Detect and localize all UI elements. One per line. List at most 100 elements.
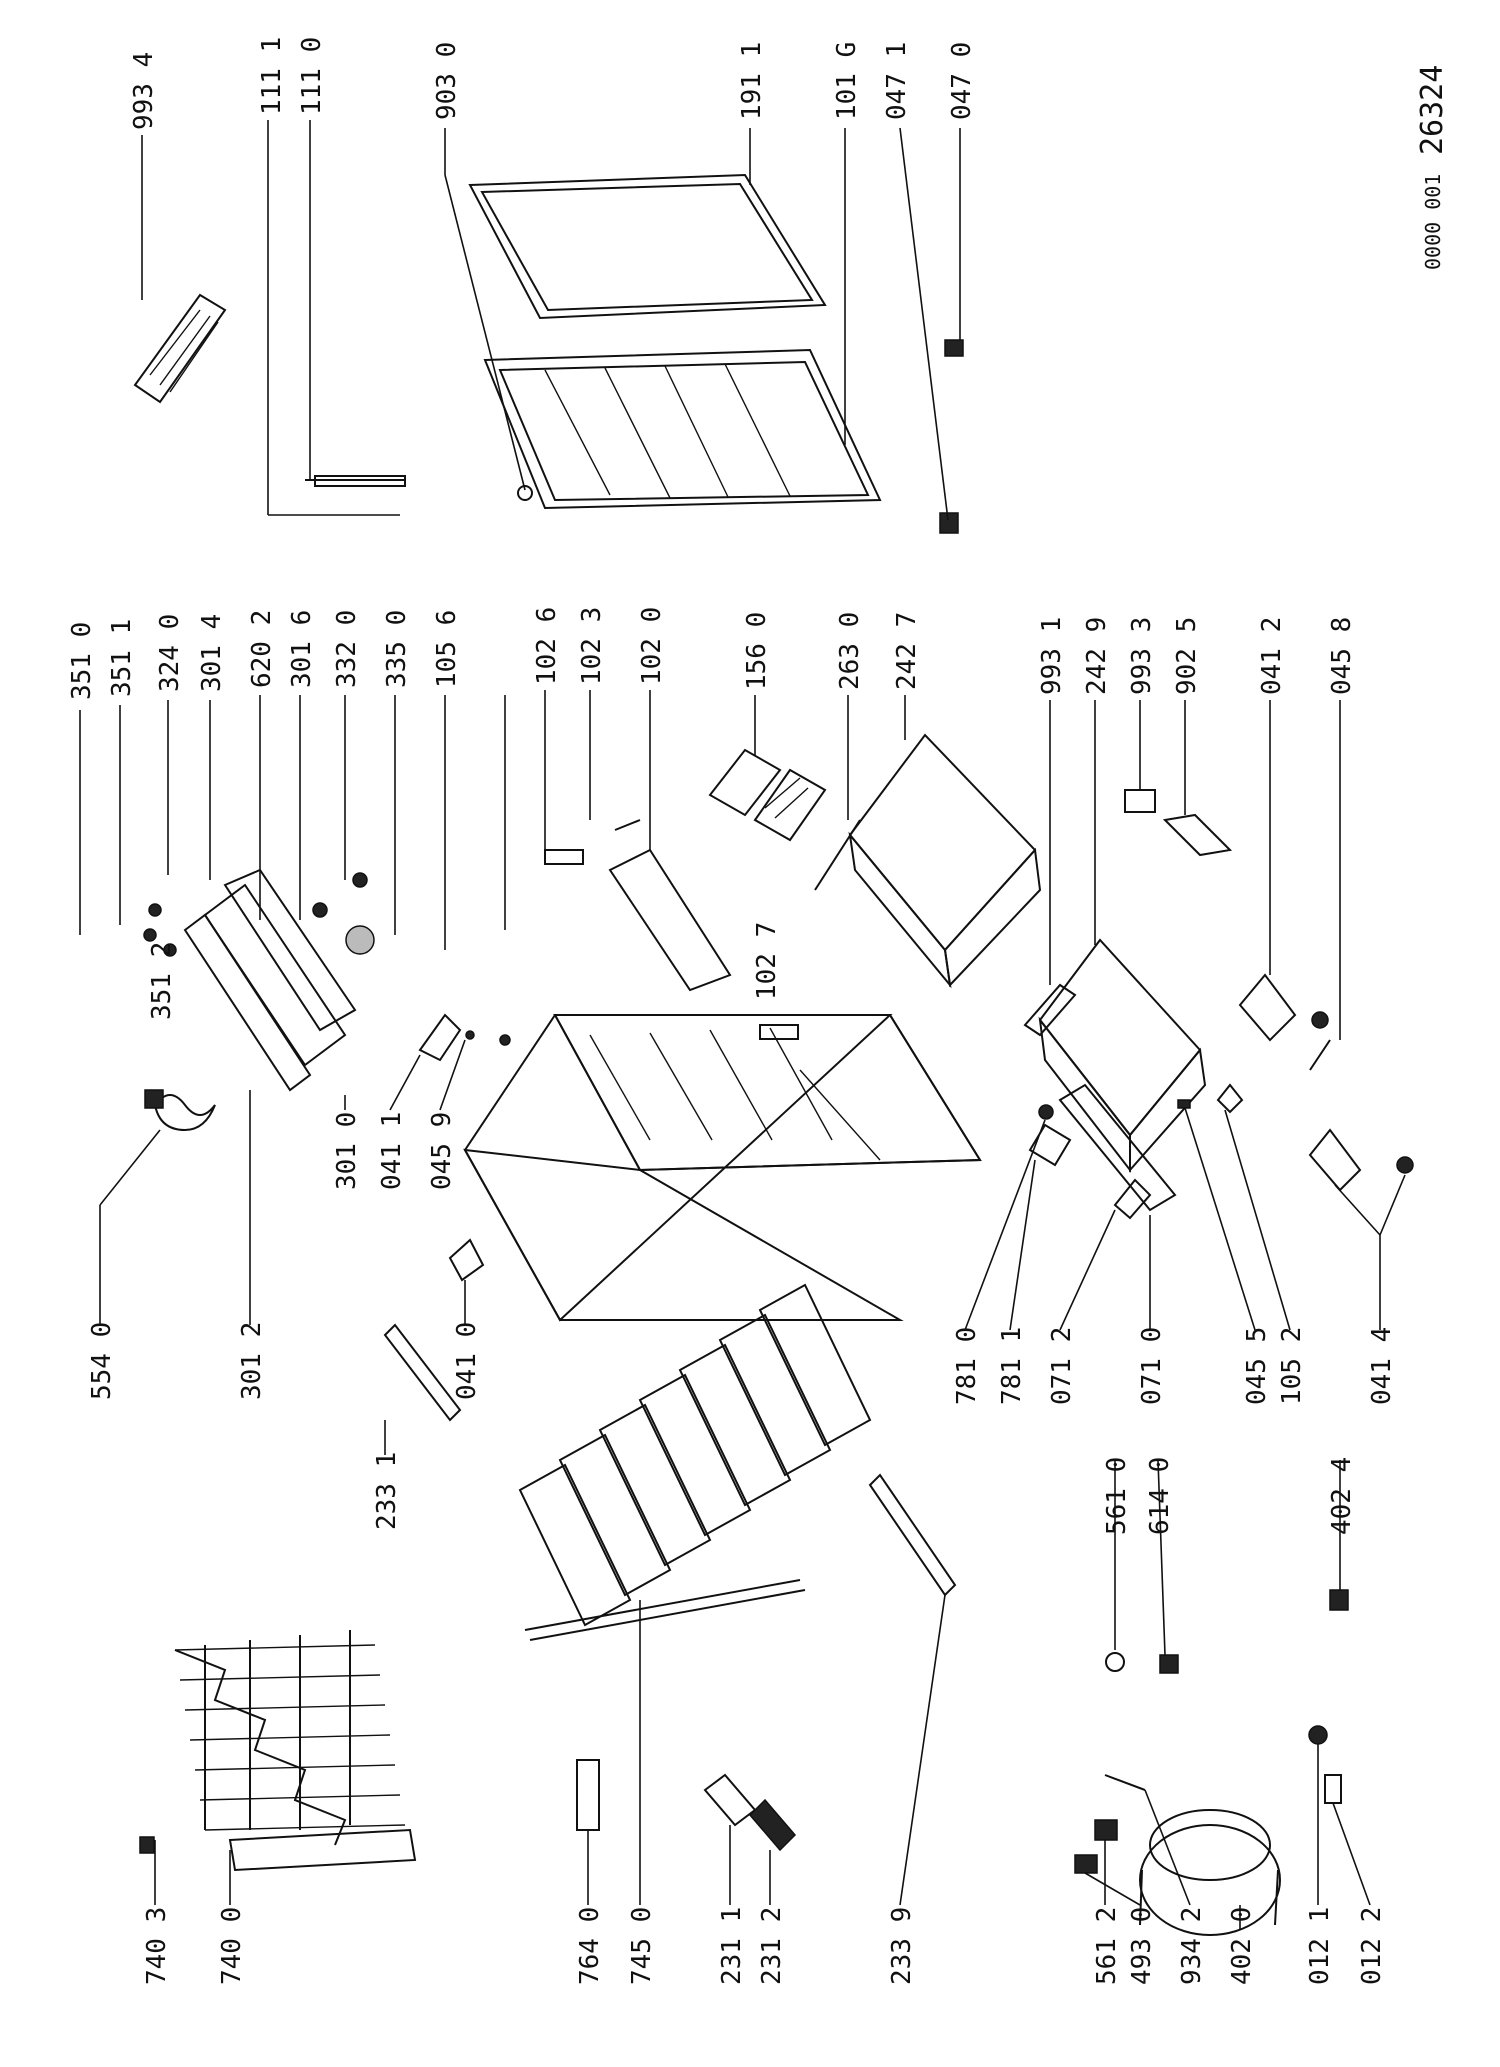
small-pin-part [1177, 1099, 1191, 1109]
part-label: 301 0 [332, 1112, 362, 1190]
drawing-number: 26324 [1415, 65, 1450, 155]
part-label: 740 0 [217, 1907, 247, 1985]
part-label: 740 3 [142, 1907, 172, 1985]
part-label: 191 1 [737, 42, 767, 120]
part-label: 041 1 [377, 1112, 407, 1190]
door-gasket-part [468, 173, 827, 320]
part-label: 301 6 [287, 610, 317, 688]
part-label: 102 0 [637, 607, 667, 685]
part-label: 263 0 [835, 612, 865, 690]
clip-part [748, 1798, 797, 1852]
part-label: 071 2 [1047, 1327, 1077, 1405]
hinge-cover-part [939, 512, 959, 534]
part-label: 105 2 [1277, 1327, 1307, 1405]
screw-part [499, 1034, 511, 1046]
drawer-lower-part [1038, 938, 1207, 1173]
part-label: 233 9 [887, 1907, 917, 1985]
leader-lines [79, 120, 1406, 1930]
cover-part [1162, 813, 1233, 857]
part-label: 102 3 [577, 607, 607, 685]
cable-part [1104, 1774, 1146, 1791]
bottom-hinge-part [448, 1238, 485, 1282]
part-label: 231 2 [757, 1907, 787, 1985]
part-label: 242 9 [1082, 617, 1112, 695]
label-part [703, 1773, 757, 1827]
part-label: 012 2 [1357, 1907, 1387, 1985]
knob-part [1038, 1104, 1054, 1120]
part-label: 561 2 [1092, 1907, 1122, 1985]
part-label: 903 0 [432, 42, 462, 120]
part-label: 993 3 [1127, 617, 1157, 695]
part-label: 554 0 [87, 1322, 117, 1400]
part-label: 242 7 [892, 612, 922, 690]
part-label: 105 6 [432, 610, 462, 688]
part-label: 934 2 [1177, 1907, 1207, 1985]
part-label: 614 0 [1145, 1457, 1175, 1535]
ice-cube-tray-part [708, 748, 827, 842]
flap-bracket-part [544, 849, 584, 865]
label-part [1124, 789, 1156, 813]
top-hinge-part [305, 475, 406, 487]
part-label: 335 0 [382, 610, 412, 688]
part-label: 561 0 [1102, 1457, 1132, 1535]
part-label: 071 0 [1137, 1327, 1167, 1405]
foot-bracket-part [1308, 1128, 1362, 1192]
drawer-handle-part [1023, 983, 1077, 1037]
overload-protector-part [1074, 1854, 1098, 1874]
part-label: 781 1 [997, 1327, 1027, 1405]
part-label: 041 4 [1367, 1327, 1397, 1405]
part-label: 993 4 [129, 52, 159, 130]
drier-filter-part [576, 1759, 600, 1831]
part-label: 102 6 [532, 607, 562, 685]
flap-part [608, 848, 732, 992]
part-label: 993 1 [1037, 617, 1067, 695]
screw-part [465, 1030, 475, 1040]
bracket-part [1113, 1178, 1152, 1220]
screw-part [1309, 1039, 1331, 1071]
part-labels: 993 4 111 1 111 0 903 0 191 1 101 G 047 … [67, 37, 1397, 1985]
part-label: 620 2 [247, 610, 277, 688]
part-label: 402 4 [1327, 1457, 1357, 1535]
thermostat-part [144, 1089, 216, 1132]
clip-part [1216, 1083, 1244, 1114]
part-label: 493 0 [1127, 1907, 1157, 1985]
part-label: 111 0 [297, 37, 327, 115]
part-label: 045 5 [1242, 1327, 1272, 1405]
part-label: 351 2 [147, 942, 177, 1020]
part-label: 351 1 [107, 619, 137, 697]
lamp-holder-part [1159, 1654, 1179, 1674]
part-label: 301 2 [237, 1322, 267, 1400]
part-label: 324 0 [155, 614, 185, 692]
evaporator-shelves-part [518, 1283, 872, 1641]
flap-bracket-part [759, 1024, 799, 1040]
part-label: 111 1 [257, 37, 287, 115]
condenser-clip-part [139, 1836, 155, 1854]
shelf-rail-upper-part [383, 1323, 462, 1422]
control-panel-part [143, 868, 375, 1092]
part-label: 045 9 [427, 1112, 457, 1190]
part-label: 047 0 [947, 42, 977, 120]
flap-pin-part [614, 819, 641, 831]
part-label: 764 0 [575, 1907, 605, 1985]
cabinet-body-part [463, 1014, 982, 1322]
part-label: 301 4 [197, 614, 227, 692]
drawing-code: 0000 001 [1421, 174, 1445, 270]
relay-part [1094, 1819, 1118, 1841]
drawing-reference: 0000 001 26324 [1415, 65, 1450, 270]
grommet-part [1308, 1725, 1328, 1745]
part-label: 047 1 [882, 42, 912, 120]
front-rail-part [1058, 1083, 1177, 1212]
part-label: 902 5 [1172, 617, 1202, 695]
adjustable-foot-part [1396, 1156, 1414, 1174]
part-label: 041 2 [1257, 617, 1287, 695]
shelf-rail-lower-part [868, 1473, 957, 1597]
hinge-cap-part [944, 339, 964, 357]
rubber-grommet-part [1329, 1589, 1349, 1611]
part-label: 351 0 [67, 622, 97, 700]
part-label: 012 1 [1305, 1907, 1335, 1985]
part-label: 745 0 [627, 1907, 657, 1985]
part-label: 332 0 [332, 610, 362, 688]
part-label: 045 8 [1327, 617, 1357, 695]
lamp-part [1105, 1652, 1125, 1672]
